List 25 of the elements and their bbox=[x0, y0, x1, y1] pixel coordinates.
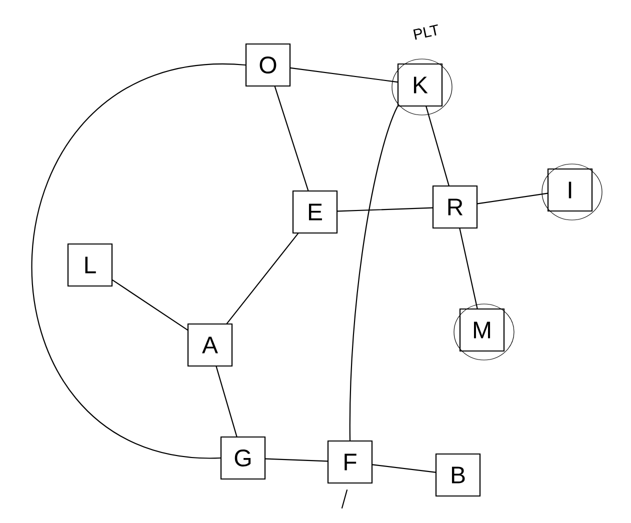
letter-box: M bbox=[459, 308, 505, 352]
connector-line bbox=[372, 464, 436, 473]
connector-line bbox=[290, 67, 398, 83]
connector-line bbox=[459, 228, 478, 309]
letter-box: L bbox=[67, 243, 113, 287]
connector-line bbox=[337, 207, 433, 212]
letter-box: B bbox=[435, 453, 481, 497]
connector-line bbox=[112, 279, 188, 331]
connector-line bbox=[477, 192, 548, 204]
node-caption: PLT bbox=[413, 24, 438, 40]
letter-box: F bbox=[327, 440, 373, 484]
connector-line bbox=[226, 233, 299, 324]
connector-line bbox=[31, 64, 246, 459]
connector-line bbox=[216, 366, 238, 437]
letter-box: G bbox=[220, 436, 266, 480]
connector-line bbox=[426, 106, 450, 186]
letter-box: K bbox=[397, 63, 443, 107]
letter-box: A bbox=[187, 323, 233, 367]
letter-box: I bbox=[547, 168, 593, 212]
connector-line bbox=[265, 458, 328, 462]
connector-line bbox=[349, 106, 398, 441]
letter-box: E bbox=[292, 190, 338, 234]
letter-box: R bbox=[432, 185, 478, 229]
letter-box: O bbox=[245, 43, 291, 87]
connector-line bbox=[274, 86, 309, 191]
